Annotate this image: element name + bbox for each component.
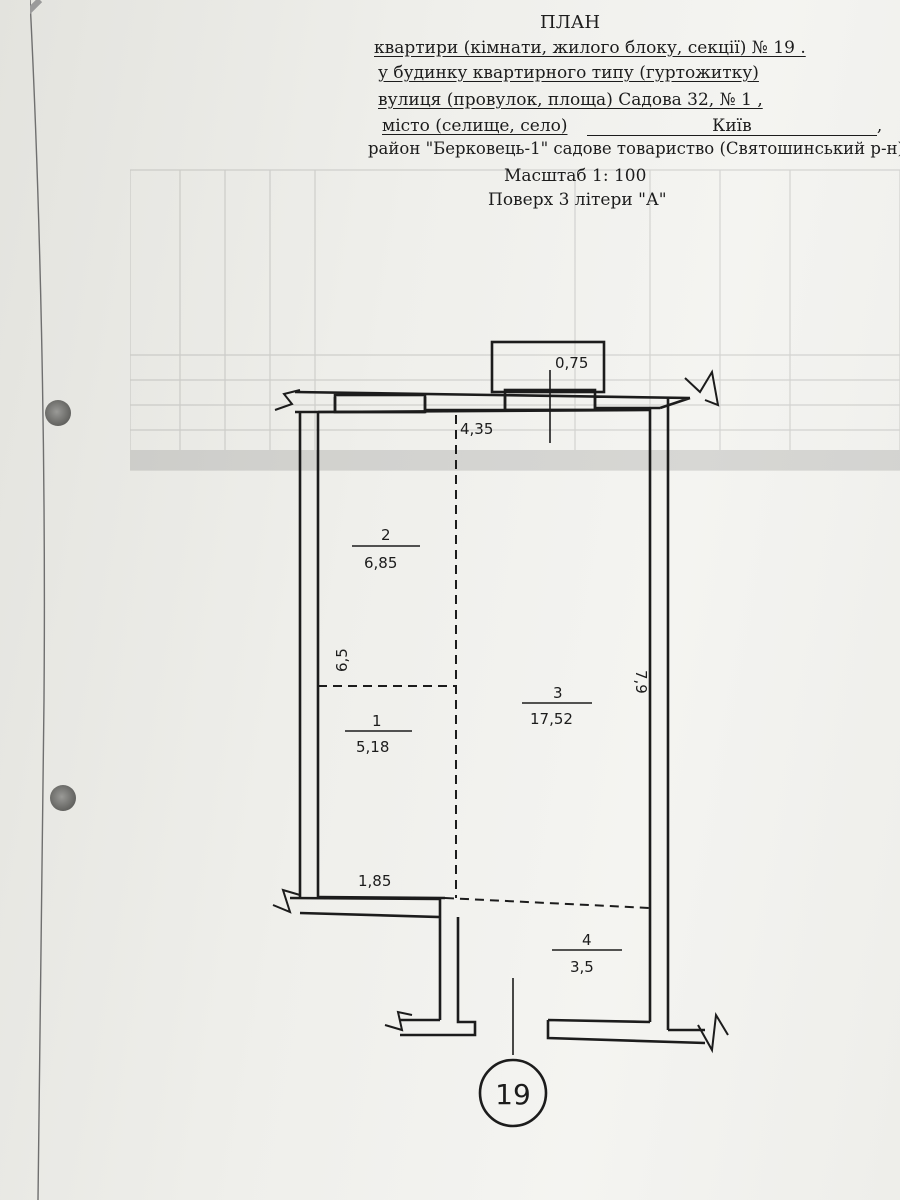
bottom-right-wall (546, 1018, 706, 1045)
floor-line: Поверх 3 літери "А" (488, 190, 667, 210)
building-type-text: у будинку квартирного типу (гуртожитку) (378, 63, 759, 83)
apartment-line: квартири (кімнати, жилого блоку, секції)… (374, 38, 806, 58)
city-line: місто (селище, село) Київ, (382, 116, 882, 136)
city-value: Київ (586, 117, 877, 136)
break-mark-top-right (684, 369, 720, 407)
room-4-area: 3,5 (570, 958, 594, 976)
city-suffix: , (876, 116, 883, 136)
room-3-number: 3 (553, 684, 563, 702)
window-left (333, 393, 427, 414)
scale-line: Масштаб 1: 100 (504, 166, 647, 186)
partition-room-4 (444, 897, 651, 909)
binding-margin-line (30, 0, 46, 1200)
room-2-area: 6,85 (364, 554, 397, 572)
room-3-area: 17,52 (530, 710, 573, 728)
room-1-area: 5,18 (356, 738, 389, 756)
dim-bottom-width: 1,85 (358, 872, 391, 890)
street-line: вулиця (провулок, площа) Садова 32, № 1 … (378, 90, 763, 110)
dim-right-height: 7,9 (632, 670, 650, 694)
dim-top-offset: 0,75 (555, 354, 588, 372)
break-mark-bottom-door (384, 1010, 413, 1032)
room-2-number: 2 (381, 526, 391, 544)
district-line: район "Берковець-1" садове товариство (С… (368, 139, 900, 158)
right-wall (648, 398, 670, 1030)
plan-title: ПЛАН (540, 12, 601, 33)
dim-left-height: 6,5 (333, 648, 351, 672)
room-1-number: 1 (372, 712, 382, 730)
balcony-protrusion (490, 340, 606, 394)
break-mark-bottom-right (697, 1011, 729, 1054)
apartment-number-circle (478, 1058, 548, 1128)
binder-hole-bottom (50, 785, 76, 811)
city-label: місто (селище, село) (382, 116, 568, 136)
room-4-number: 4 (582, 931, 592, 949)
break-mark-bottom-left (272, 888, 301, 914)
dim-inner-width: 4,35 (460, 420, 493, 438)
break-mark-top-left (274, 389, 301, 411)
bottom-wall (289, 896, 477, 1037)
interior-outline (317, 408, 651, 900)
left-wall (298, 412, 320, 897)
binder-hole-top (45, 400, 71, 426)
street-text: вулиця (провулок, площа) Садова 32, № 1 … (378, 90, 763, 110)
apartment-number: 19 (495, 1078, 531, 1111)
building-line: у будинку квартирного типу (гуртожитку) (378, 63, 759, 83)
